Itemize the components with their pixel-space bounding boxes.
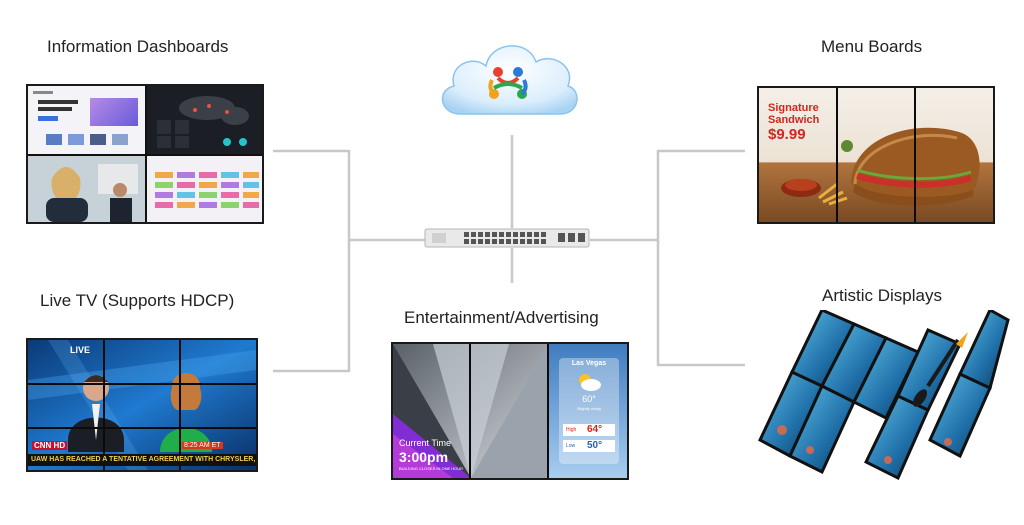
weather-low-temp: 50° [587, 440, 603, 451]
current-time-label: Current Time [399, 438, 452, 448]
line-menu-boards [590, 149, 745, 242]
partly-cloudy-icon [579, 374, 601, 391]
weather-low-row: Low 50° [563, 440, 615, 452]
line-live-tv [273, 240, 351, 373]
label-live-tv: Live TV (Supports HDCP) [40, 291, 235, 310]
tv-clock: 8:25 AM ET [182, 442, 223, 449]
weather-high-temp: 64° [587, 424, 603, 435]
cloud-icon [441, 45, 578, 115]
entertainment-advertising-display: Current Time 3:00pm BUILDING CLOSES IN O… [391, 342, 629, 480]
network-switch [424, 228, 590, 248]
menu-item-price: $9.99 [768, 126, 806, 143]
live-tag: LIVE [70, 345, 91, 355]
web-page-pane [28, 86, 145, 154]
diver-figure [912, 332, 968, 407]
current-time-value: 3:00pm [399, 449, 449, 465]
menu-item-title: Signature Sandwich [768, 102, 820, 126]
weather-city: Las Vegas [571, 360, 607, 367]
weather-current-temp: 60° [582, 394, 596, 404]
artistic-displays-wall [758, 310, 1010, 480]
menu-boards-display: Signature Sandwich $9.99 [757, 86, 995, 224]
world-map-pane [147, 86, 262, 154]
people-circle-icon [488, 67, 528, 99]
information-dashboards-display [26, 84, 264, 224]
channel-logo: CNN HD [32, 441, 68, 450]
video-call-pane [28, 156, 145, 222]
weather-condition: Slightly windy [576, 406, 602, 411]
live-tv-display: LIVE CNN HD 8:25 AM ET UAW HAS REACHED A… [26, 338, 258, 472]
line-artistic [656, 240, 745, 367]
building-notice: BUILDING CLOSES IN ONE HOUR [399, 466, 464, 471]
news-ticker: UAW HAS REACHED A TENTATIVE AGREEMENT WI… [28, 454, 256, 466]
label-entertainment-advertising: Entertainment/Advertising [404, 308, 599, 327]
weather-high-row: High 64° [563, 424, 615, 436]
label-menu-boards: Menu Boards [821, 37, 923, 56]
weather-low-label: Low [566, 443, 576, 449]
calendar-pane [147, 156, 262, 222]
line-info-dashboards [273, 149, 430, 242]
weather-high-label: High [566, 427, 577, 433]
label-artistic-displays: Artistic Displays [822, 286, 942, 305]
label-information-dashboards: Information Dashboards [47, 37, 229, 56]
